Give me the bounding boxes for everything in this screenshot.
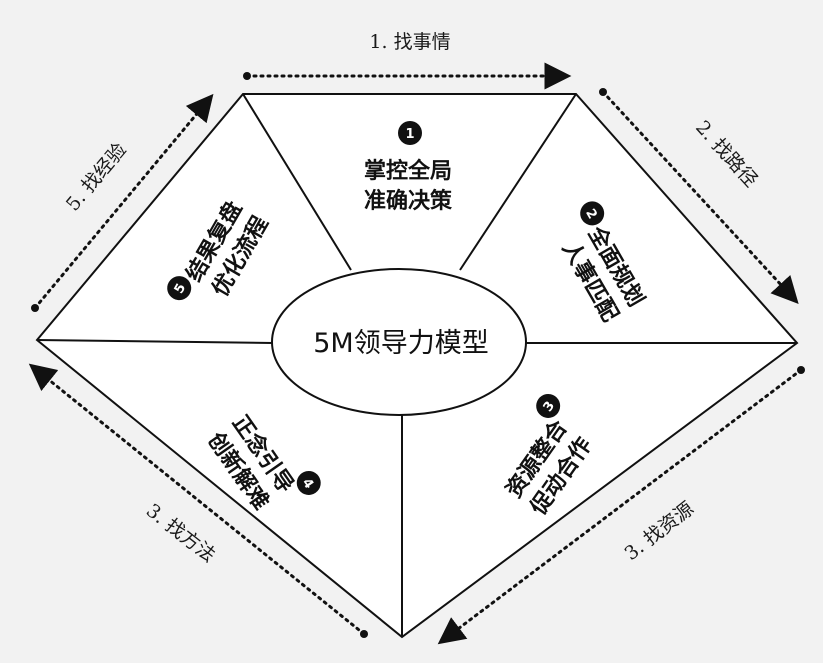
edge-arrow-top-dot	[243, 72, 251, 80]
edge-arrow-bottom-right	[437, 368, 803, 645]
badge-3	[536, 393, 561, 418]
center-label: 5M领导力模型	[313, 328, 488, 359]
spoke-top-right	[459, 93, 577, 271]
badge-1-number: 1	[405, 127, 414, 142]
edge-arrow-bottom-left	[28, 363, 366, 636]
edge-arrow-bottom-left-dot	[360, 630, 368, 638]
badge-2	[580, 201, 605, 226]
edge-arrow-top-right-dot	[599, 88, 607, 96]
badge-5	[167, 276, 192, 301]
segment-1-line1: 掌控全局	[364, 158, 452, 184]
edge-label-3-left: 3. 找方法	[142, 500, 220, 567]
badge-4	[296, 470, 321, 495]
spoke-top-left	[242, 93, 352, 271]
edge-arrow-top-left-dot	[31, 304, 39, 312]
edge-label-1: 1. 找事情	[369, 31, 450, 53]
edge-label-3-right: 3. 找资源	[621, 498, 699, 565]
center-ellipse	[271, 268, 527, 416]
edge-arrow-top-right	[601, 90, 799, 304]
segment-1-line2: 准确决策	[364, 188, 453, 214]
spoke-left	[36, 339, 274, 344]
segment-1: 1 掌控全局 准确决策	[364, 121, 453, 214]
edge-arrows	[28, 62, 805, 645]
edge-label-2: 2. 找路径	[691, 116, 762, 191]
edge-arrow-bottom-right-dot	[797, 366, 805, 374]
badge-1	[398, 121, 422, 145]
